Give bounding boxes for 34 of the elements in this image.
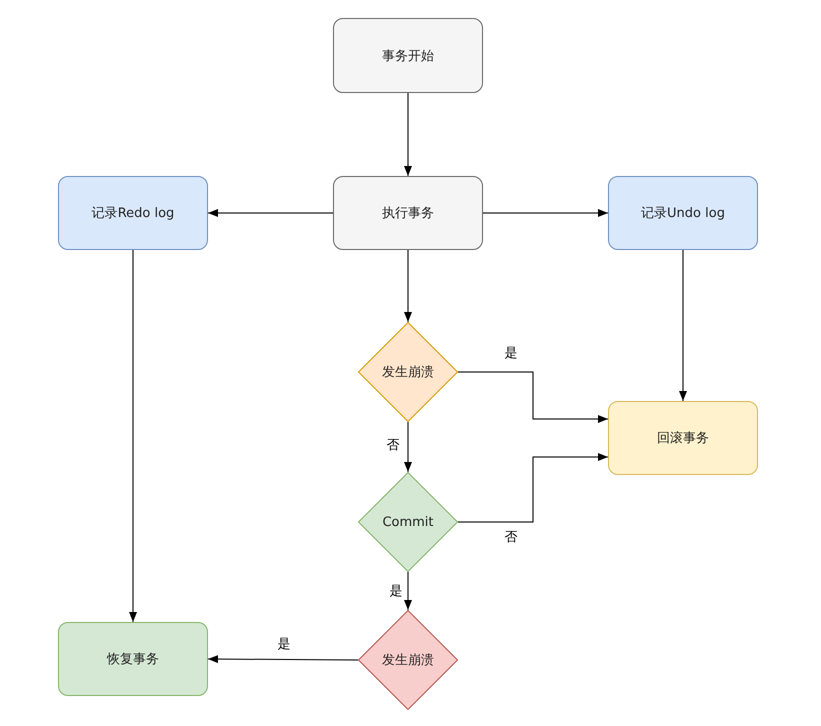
arrow xyxy=(404,422,412,472)
node-label: 事务开始 xyxy=(382,48,434,64)
process-box xyxy=(608,401,758,475)
node-label: 记录Undo log xyxy=(641,205,725,222)
arrow xyxy=(404,92,412,176)
decision-diamond xyxy=(358,610,458,710)
arrow xyxy=(129,250,137,622)
node-label: 回滚事务 xyxy=(657,430,709,447)
edge-label: 否 xyxy=(504,530,518,546)
edge-label: 是 xyxy=(504,346,518,362)
arrow xyxy=(482,209,608,217)
node-label: Commit xyxy=(382,514,434,530)
arrow xyxy=(458,453,608,522)
node-label: 执行事务 xyxy=(382,205,434,222)
process-box xyxy=(58,622,208,696)
arrow xyxy=(208,655,358,664)
arrow xyxy=(404,250,412,322)
arrow xyxy=(458,372,608,423)
decision-diamond xyxy=(358,322,458,422)
arrow xyxy=(208,209,334,217)
node-label: 恢复事务 xyxy=(107,651,159,668)
edge-label: 是 xyxy=(388,584,404,600)
process-box xyxy=(58,176,208,250)
edge-label: 否 xyxy=(386,438,400,454)
process-box xyxy=(608,176,758,250)
edge-label: 是 xyxy=(276,637,292,653)
process-box xyxy=(333,176,483,250)
node-label: 发生崩溃 xyxy=(382,364,434,381)
node-label: 记录Redo log xyxy=(92,205,174,222)
arrow xyxy=(404,572,412,610)
arrow xyxy=(679,250,687,402)
process-box xyxy=(333,18,483,93)
decision-diamond xyxy=(358,472,458,572)
node-label: 发生崩溃 xyxy=(382,652,434,669)
